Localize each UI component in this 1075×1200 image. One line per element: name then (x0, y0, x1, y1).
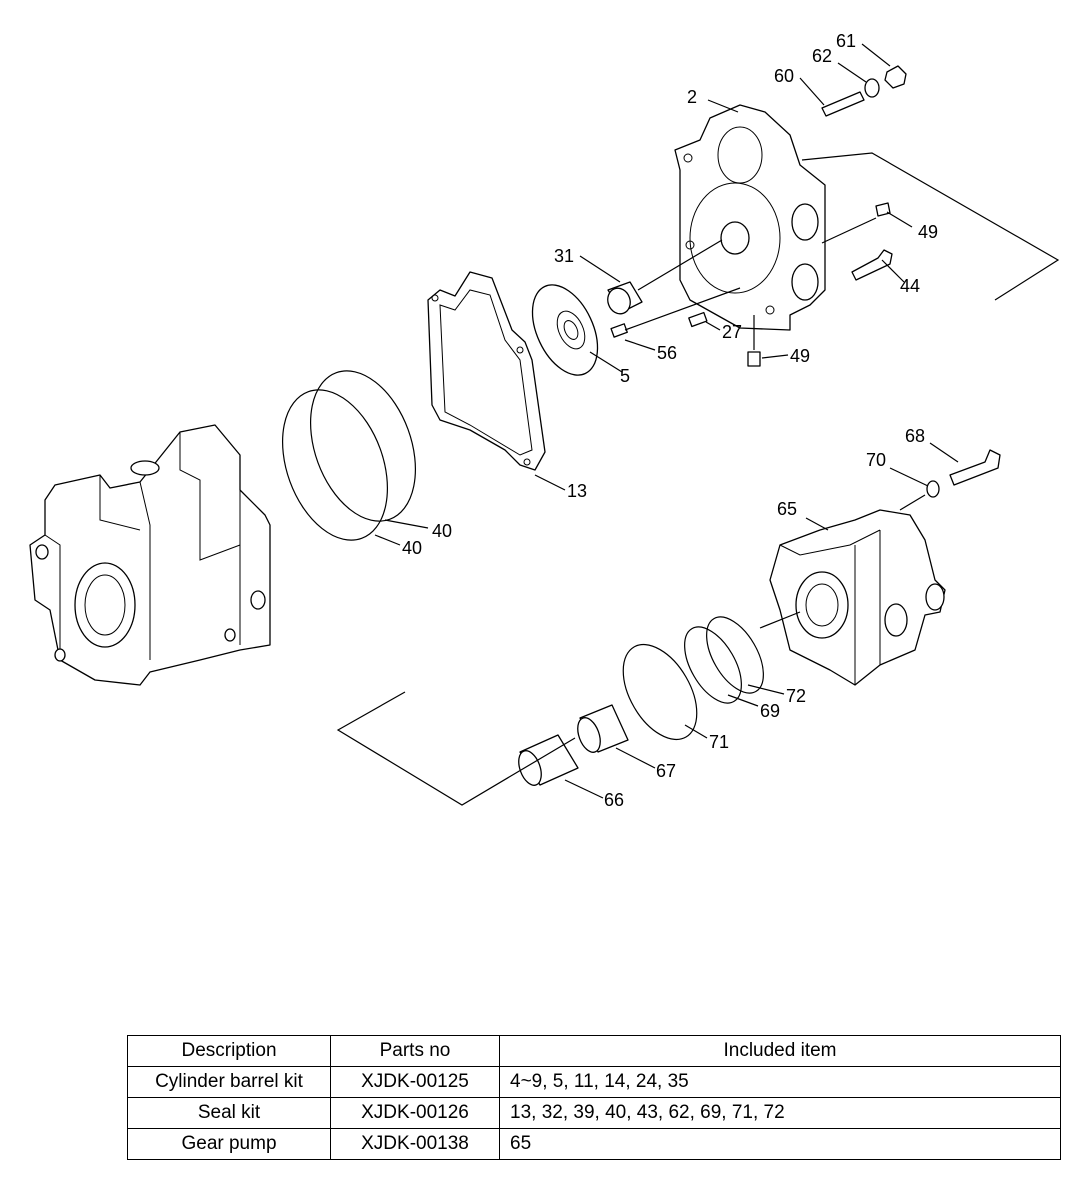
callout-66: 66 (604, 790, 624, 810)
row-included-item: 65 (499, 1128, 1061, 1160)
callout-68: 68 (905, 426, 925, 446)
nut-61 (884, 65, 907, 89)
callout-40-b: 40 (402, 538, 422, 558)
callout-2: 2 (687, 87, 697, 107)
callout-49-upper: 49 (918, 222, 938, 242)
callout-56: 56 (657, 343, 677, 363)
stud-60 (821, 91, 865, 117)
header-parts-no: Parts no (330, 1035, 500, 1067)
callout-60: 60 (774, 66, 794, 86)
callout-27: 27 (722, 322, 742, 342)
gear-pump-65 (769, 509, 946, 686)
callout-40-a: 40 (432, 521, 452, 541)
o-ring-72 (706, 616, 764, 694)
row-parts-no: XJDK-00138 (330, 1128, 500, 1160)
header-description: Description (127, 1035, 331, 1067)
callout-71: 71 (709, 732, 729, 752)
end-cover-2 (674, 104, 826, 331)
exploded-parts-diagram: 2 61 62 60 31 49 44 27 56 49 5 13 68 70 … (29, 31, 1060, 810)
callout-49-lower: 49 (790, 346, 810, 366)
callout-61: 61 (836, 31, 856, 51)
pin-27 (688, 311, 708, 328)
bolt-68 (949, 449, 1001, 486)
callout-5: 5 (620, 366, 630, 386)
bushing-67 (577, 704, 629, 753)
bushing-66 (518, 734, 579, 786)
table-row: Seal kit XJDK-00126 13, 32, 39, 40, 43, … (127, 1097, 1061, 1129)
callout-13: 13 (567, 481, 587, 501)
row-description: Cylinder barrel kit (127, 1066, 331, 1098)
gasket-13 (427, 271, 546, 471)
callout-62: 62 (812, 46, 832, 66)
row-parts-no: XJDK-00126 (330, 1097, 500, 1129)
screw-44 (851, 249, 893, 281)
callout-44: 44 (900, 276, 920, 296)
bushing-31 (607, 281, 643, 315)
o-ring-71 (622, 643, 698, 741)
plug-49-upper (875, 202, 891, 217)
o-ring-69 (684, 626, 742, 704)
row-parts-no: XJDK-00125 (330, 1066, 500, 1098)
row-included-item: 13, 32, 39, 40, 43, 62, 69, 71, 72 (499, 1097, 1061, 1129)
valve-plate-5 (531, 284, 599, 376)
callout-70: 70 (866, 450, 886, 470)
leader-lines (336, 43, 1060, 806)
table-row: Gear pump XJDK-00138 65 (127, 1128, 1061, 1160)
callout-69: 69 (760, 701, 780, 721)
row-description: Seal kit (127, 1097, 331, 1129)
table-row: Cylinder barrel kit XJDK-00125 4~9, 5, 1… (127, 1066, 1061, 1098)
row-included-item: 4~9, 5, 11, 14, 24, 35 (499, 1066, 1061, 1098)
plug-49-lower (747, 351, 761, 367)
kit-parts-table: Description Parts no Included item Cylin… (127, 1035, 1061, 1160)
table-header-row: Description Parts no Included item (127, 1035, 1061, 1067)
o-ring-40-pair (281, 370, 417, 541)
pump-housing (29, 424, 271, 686)
callout-31: 31 (554, 246, 574, 266)
washer-70 (926, 480, 940, 498)
header-included-item: Included item (499, 1035, 1061, 1067)
callout-72: 72 (786, 686, 806, 706)
pin-56 (610, 323, 628, 338)
callout-67: 67 (656, 761, 676, 781)
washer-62 (864, 78, 880, 98)
callout-65: 65 (777, 499, 797, 519)
row-description: Gear pump (127, 1128, 331, 1160)
